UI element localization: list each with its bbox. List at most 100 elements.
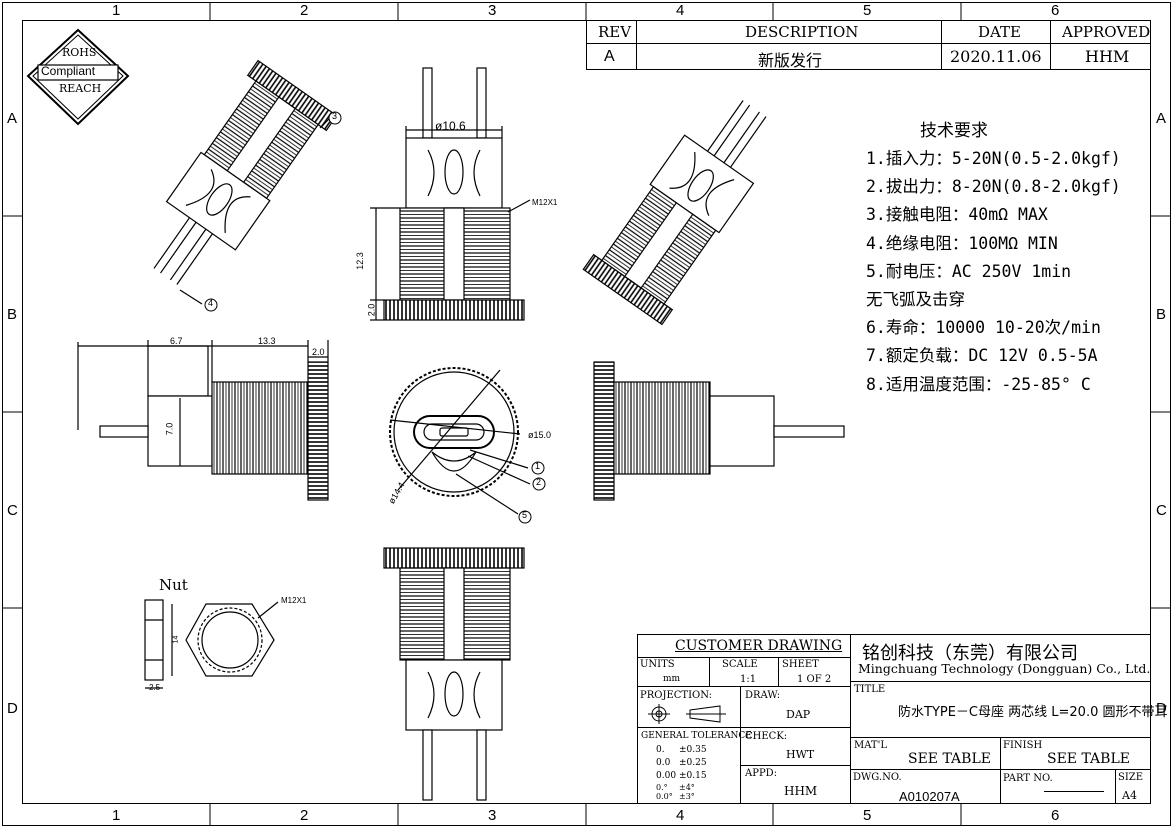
nut-view	[144, 599, 279, 689]
zone-col-2-bottom: 2	[300, 807, 309, 824]
zone-col-1-top: 1	[112, 2, 121, 19]
tolerance-digits: 0.0	[656, 758, 671, 768]
tolerance-value: ±0.15	[679, 771, 707, 781]
units-value: mm	[663, 674, 681, 684]
dim-nut-width: 2.5	[149, 683, 161, 692]
scale-value: 1:1	[740, 674, 757, 685]
tech-requirement-item: 8.适用温度范围：-25-85° C	[866, 375, 1091, 394]
tolerance-digits: 0.0°	[656, 792, 673, 801]
appd-label: APPD:	[745, 768, 778, 779]
partno-label: PART NO.	[1003, 773, 1053, 784]
zone-col-1-bottom: 1	[112, 807, 121, 824]
matl-value: SEE TABLE	[908, 751, 991, 767]
dim-flange: 2.0	[366, 303, 377, 317]
size-cell	[1115, 769, 1151, 804]
date-header: DATE	[978, 23, 1021, 41]
tolerance-digits: 0.°	[656, 783, 668, 792]
tech-requirement-item: 无飞弧及击穿	[866, 290, 965, 309]
tech-requirement-item: 6.寿命：10000 10-20次/min	[866, 318, 1101, 337]
finish-value: SEE TABLE	[1047, 751, 1130, 767]
approved-value: HHM	[1085, 47, 1130, 66]
size-label: SIZE	[1118, 772, 1144, 783]
approved-value-cell	[1050, 43, 1151, 70]
company-name-cn: 铭创科技（东莞）有限公司	[862, 643, 1078, 664]
dim-top-width: ø10.6	[435, 119, 466, 133]
dim-thread: M12X1	[532, 198, 558, 207]
description-value: 新版发行	[758, 51, 823, 70]
top-center-view	[370, 67, 531, 321]
iso-view-left	[153, 59, 338, 285]
zone-row-d-left: D	[7, 700, 18, 717]
description-header: DESCRIPTION	[745, 23, 859, 41]
zone-row-d-right: D	[1156, 700, 1167, 717]
check-value: HWT	[786, 748, 815, 761]
zone-col-6-bottom: 6	[1051, 807, 1060, 824]
dim-height: 12.3	[354, 252, 365, 270]
tolerance-value: ±4°	[679, 783, 695, 792]
tolerance-digits: 0.	[656, 745, 665, 755]
zone-row-c-left: C	[7, 502, 18, 519]
dim-side-7-0: 7.0	[164, 422, 175, 436]
zone-col-6-top: 6	[1051, 2, 1060, 19]
draw-value: DAP	[786, 708, 811, 721]
size-value: A4	[1122, 789, 1137, 802]
balloon-1: 1	[535, 461, 541, 471]
tech-requirement-item: 5.耐电压：AC 250V 1min	[866, 262, 1072, 281]
projection-label: PROJECTION:	[640, 690, 712, 701]
rohs-badge-diamond	[26, 28, 130, 126]
front-view	[389, 367, 531, 515]
right-side-view	[593, 361, 845, 501]
tolerance-value: ±0.25	[679, 758, 707, 768]
balloon-3: 3	[332, 111, 338, 121]
finish-label: FINISH	[1003, 740, 1043, 751]
dim-side-13-3: 13.3	[258, 336, 276, 346]
zone-col-3-bottom: 3	[488, 807, 497, 824]
balloon-2: 2	[536, 477, 542, 487]
sheet-label: SHEET	[782, 659, 819, 670]
company-name-en: Mingchuang Technology (Dongguan) Co., Lt…	[858, 661, 1151, 676]
tech-requirement-item: 2.拔出力：8-20N(0.8-2.0kgf)	[866, 177, 1121, 196]
balloon-4: 4	[208, 298, 214, 308]
matl-label: MAT'L	[854, 740, 887, 751]
tech-requirement-item: 1.插入力：5-20N(0.5-2.0kgf)	[866, 149, 1121, 168]
sheet-value: 1 OF 2	[797, 674, 832, 685]
approved-header: APPROVED	[1062, 23, 1151, 41]
zone-col-5-top: 5	[863, 2, 872, 19]
dim-side-6-7: 6.7	[170, 336, 183, 346]
tolerance-value: ±0.35	[679, 745, 707, 755]
partno-line	[1044, 791, 1104, 792]
zone-col-2-top: 2	[300, 2, 309, 19]
zone-row-a-right: A	[1156, 110, 1167, 127]
appd-value: HHM	[784, 784, 818, 798]
customer-drawing-label: CUSTOMER DRAWING	[675, 638, 843, 654]
check-label: CHECK:	[745, 731, 788, 742]
reach-text: REACH	[59, 82, 102, 95]
zone-col-4-top: 4	[676, 2, 685, 19]
tech-requirement-item: 4.绝缘电阻：100MΩ MIN	[866, 234, 1058, 253]
zone-row-c-right: C	[1156, 502, 1167, 519]
title-label: TITLE	[854, 684, 886, 695]
bottom-center-view	[383, 547, 525, 801]
tech-requirement-item: 7.额定负载：DC 12V 0.5-5A	[866, 346, 1098, 365]
tech-requirement-item: 3.接触电阻：40mΩ MAX	[866, 205, 1048, 224]
iso-view-right	[582, 100, 767, 326]
dwgno-label: DWG.NO.	[853, 772, 902, 783]
units-label: UNITS	[640, 659, 675, 670]
dim-side-2-0: 2.0	[312, 347, 325, 357]
zone-row-a-left: A	[7, 110, 18, 127]
rev-value: A	[604, 48, 615, 65]
zone-col-3-top: 3	[488, 2, 497, 19]
zone-row-b-right: B	[1156, 306, 1167, 323]
date-value: 2020.11.06	[950, 47, 1042, 66]
dim-nut-thread: M12X1	[281, 596, 307, 605]
projection-symbol	[648, 704, 726, 724]
dim-front-dia-15: ø15.0	[528, 430, 552, 440]
tolerance-value: ±3°	[679, 792, 695, 801]
zone-col-4-bottom: 4	[676, 807, 685, 824]
zone-col-5-bottom: 5	[863, 807, 872, 824]
general-tolerance-label: GENERAL TOLERANCE	[641, 731, 752, 741]
dim-nut-height: 14	[172, 635, 180, 644]
zone-row-b-left: B	[7, 306, 18, 323]
